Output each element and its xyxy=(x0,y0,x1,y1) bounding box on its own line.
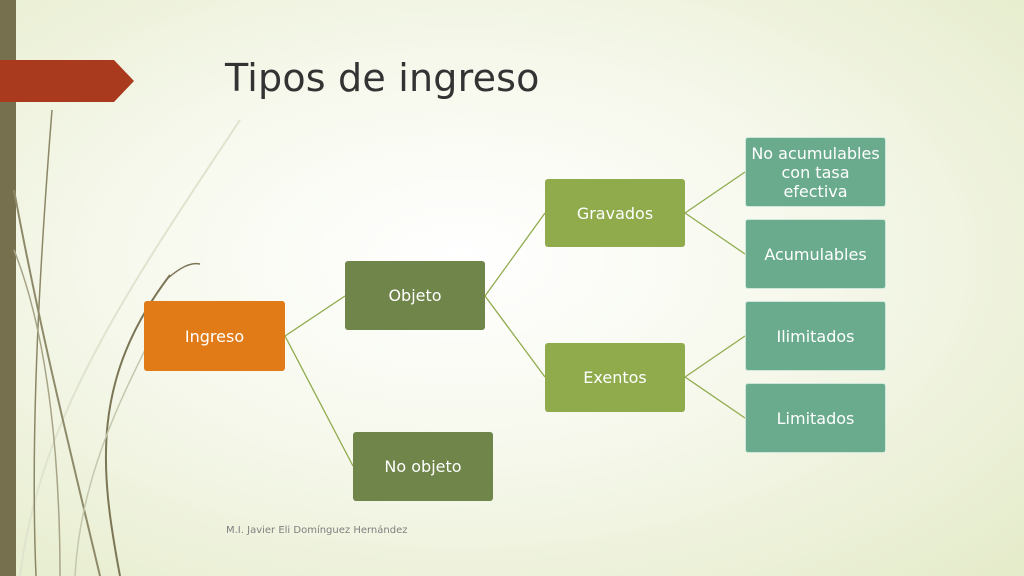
node-no-objeto: No objeto xyxy=(353,432,493,501)
node-gravados: Gravados xyxy=(545,179,685,247)
node-ingreso: Ingreso xyxy=(144,301,285,371)
left-accent-bar xyxy=(0,0,16,576)
node-ilimitados: Ilimitados xyxy=(745,301,886,371)
node-acumulables: Acumulables xyxy=(745,219,886,289)
slide-title: Tipos de ingreso xyxy=(225,56,540,100)
node-limitados: Limitados xyxy=(745,383,886,453)
node-exentos: Exentos xyxy=(545,343,685,412)
title-arrow-icon xyxy=(0,60,134,102)
node-objeto: Objeto xyxy=(345,261,485,330)
footer-author: M.I. Javier Eli Domínguez Hernández xyxy=(226,525,408,536)
node-no-acumulables: No acumulables con tasa efectiva xyxy=(745,137,886,207)
